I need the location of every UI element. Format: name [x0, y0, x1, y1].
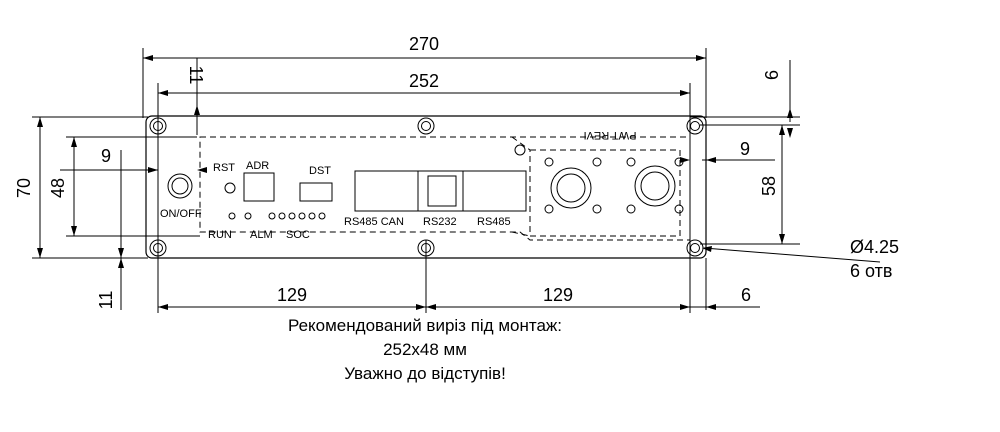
dim-right-top-offset: 6 [762, 70, 782, 80]
label-rst: RST [213, 162, 235, 174]
label-soc: SOC [286, 229, 310, 241]
hole-diameter: Ø4.25 [850, 237, 899, 257]
label-rs485-can: RS485 CAN [344, 216, 404, 228]
dim-height-right: 58 [759, 176, 779, 196]
dim-left-offset: 9 [101, 146, 111, 166]
note-line-3: Уважно до відступів! [344, 364, 506, 383]
hole-count: 6 отв [850, 261, 892, 281]
dim-height-total: 70 [14, 178, 34, 198]
label-alm: ALM [250, 229, 273, 241]
dim-left-span: 129 [277, 285, 307, 305]
dim-right-span: 129 [543, 285, 573, 305]
label-on-off: ON/OFF [160, 208, 202, 220]
dim-top-offset: 11 [186, 66, 206, 85]
dim-right-offset: 9 [740, 139, 750, 159]
dim-bottom-offset: 11 [96, 291, 116, 310]
dim-height-inner: 48 [48, 178, 68, 198]
label-pwr: PWT REVI [584, 129, 637, 141]
label-adr: ADR [246, 160, 269, 172]
dim-right-bottom-offset: 6 [741, 285, 751, 305]
label-run: RUN [208, 229, 232, 241]
note-line-2: 252x48 мм [383, 340, 467, 359]
label-rs232: RS232 [423, 216, 457, 228]
label-dst: DST [309, 165, 331, 177]
dim-width-inner: 252 [409, 71, 439, 91]
dim-width-total: 270 [409, 34, 439, 54]
label-rs485: RS485 [477, 216, 511, 228]
note-line-1: Рекомендований виріз під монтаж: [287, 316, 562, 335]
